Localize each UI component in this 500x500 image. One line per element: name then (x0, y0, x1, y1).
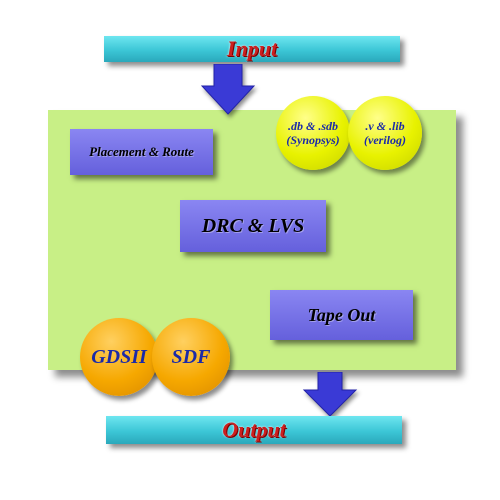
placement-route-box: Placement & Route (70, 129, 213, 175)
gdsii-disc: GDSII (80, 318, 158, 396)
tape-out-box: Tape Out (270, 290, 413, 340)
gdsii-label: GDSII (91, 345, 147, 368)
verilog-disc: .v & .lib (verilog) (348, 96, 422, 170)
synopsys-line2: (Synopsys) (286, 133, 340, 147)
output-label: Output (222, 417, 286, 442)
down-arrow-icon (302, 372, 358, 417)
synopsys-line1: .db & .sdb (287, 119, 338, 133)
sdf-disc: SDF (152, 318, 230, 396)
down-arrow-icon (200, 64, 256, 115)
verilog-line1: .v & .lib (365, 119, 405, 133)
placement-route-label: Placement & Route (89, 144, 194, 159)
drc-lvs-box: DRC & LVS (180, 200, 326, 252)
verilog-line2: (verilog) (364, 133, 406, 147)
tape-out-label: Tape Out (307, 304, 376, 325)
sdf-label: SDF (171, 345, 211, 368)
input-label: Input (226, 36, 278, 61)
drc-lvs-label: DRC & LVS (201, 214, 305, 237)
synopsys-disc: .db & .sdb (Synopsys) (276, 96, 350, 170)
output-bar: Output (106, 416, 402, 444)
input-bar: Input (104, 36, 400, 62)
